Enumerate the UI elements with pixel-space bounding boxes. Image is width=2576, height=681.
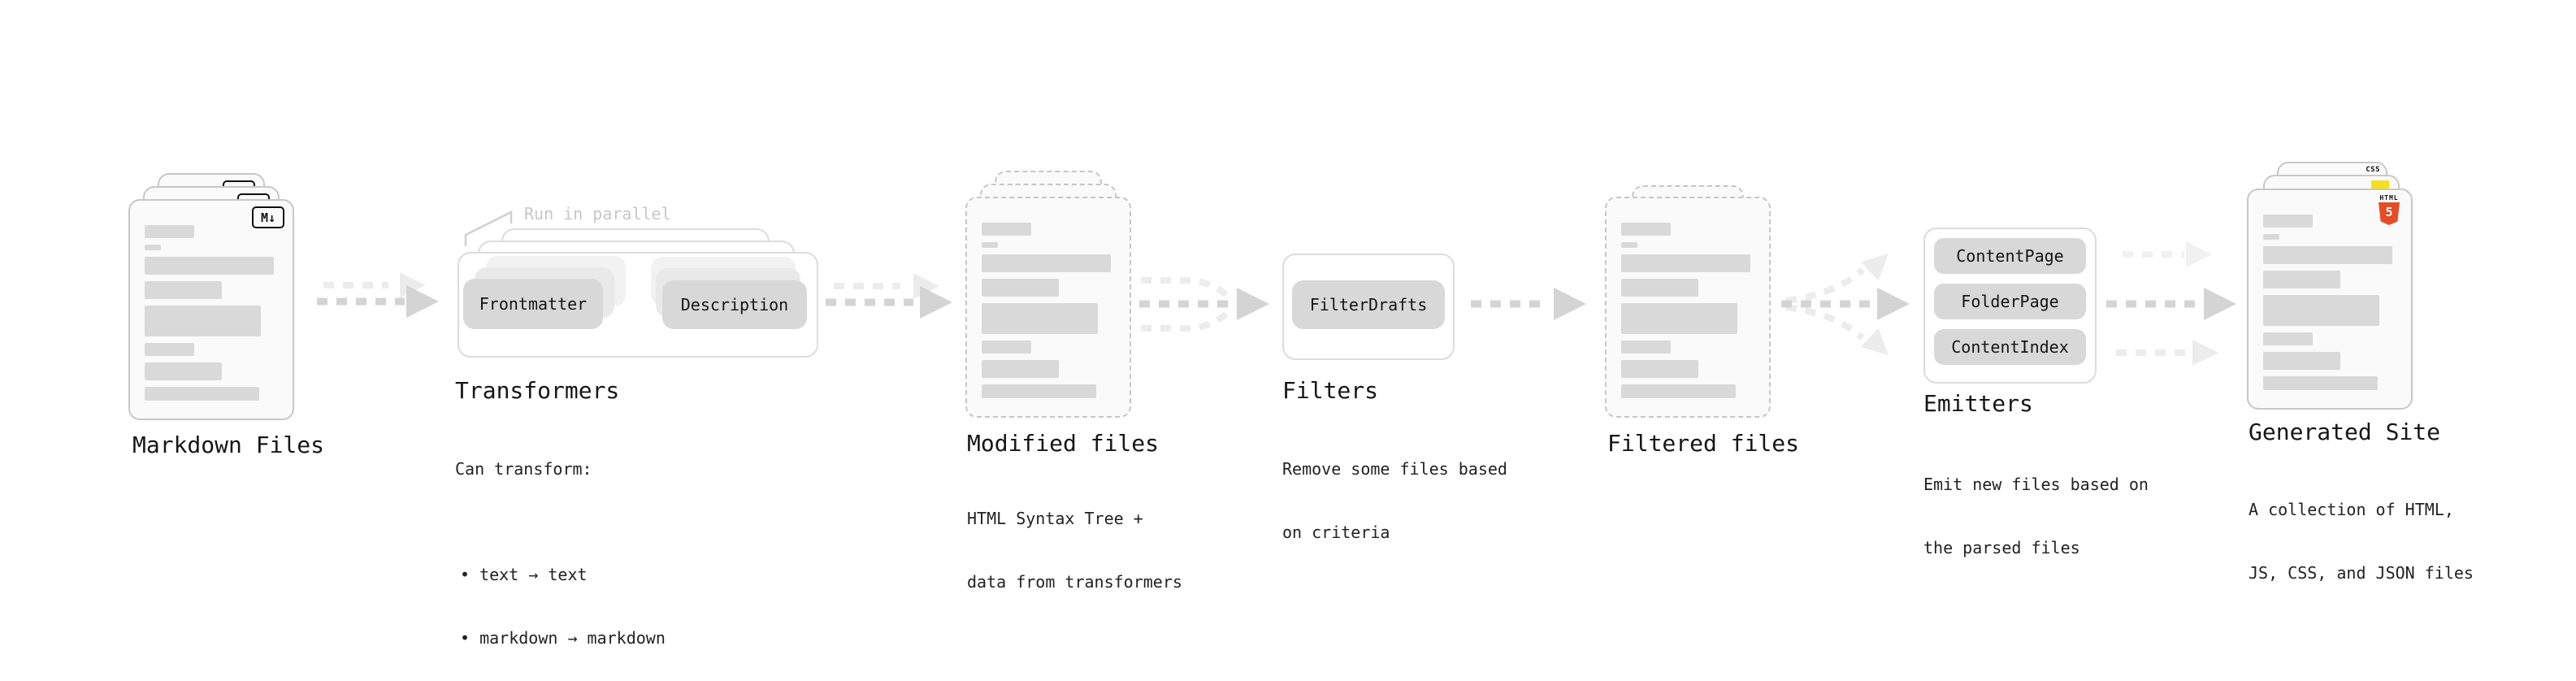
contentindex-chip: ContentIndex [1934, 329, 2086, 365]
html5-icon: HTML 5 [2379, 194, 2400, 225]
arrow-emitters-to-site [2106, 241, 2236, 366]
arrow-transformers-to-modified [826, 273, 952, 319]
filterdrafts-chip: FilterDrafts [1292, 280, 1445, 329]
arrow-filters-to-filtered [1471, 288, 1586, 320]
modified-files-description: HTML Syntax Tree + data from transformer… [967, 466, 1182, 635]
folderpage-chip: FolderPage [1934, 284, 2086, 319]
bullet-item: • text → text [460, 565, 588, 584]
emitters-description: Emit new files based on the parsed files [1923, 432, 2149, 601]
doc-skeleton [1621, 223, 1754, 398]
doc-skeleton [982, 223, 1115, 398]
generated-site-description: A collection of HTML, JS, CSS, and JSON … [2249, 457, 2474, 626]
run-in-parallel-note: Run in parallel [524, 204, 671, 223]
html5-icon-shield: 5 [2379, 202, 2400, 225]
markdown-files-title: Markdown Files [132, 432, 325, 458]
description-line: the parsed files [1923, 538, 2080, 557]
description-chip: Description [662, 280, 807, 329]
doc-skeleton [2263, 215, 2396, 390]
arrow-markdown-to-transformers [317, 272, 439, 318]
transformers-description: Can transform: • text → text • markdown … [455, 416, 666, 681]
filtered-file-card [1605, 197, 1771, 418]
markdown-icon: M↓ [252, 206, 284, 228]
transform-bullet-list: • text → text • markdown → markdown • ht… [455, 522, 666, 681]
description-line: JS, CSS, and JSON files [2249, 563, 2474, 583]
description-line: on criteria [1282, 523, 1390, 542]
description-line: A collection of HTML, [2249, 500, 2454, 519]
description-line: data from transformers [967, 572, 1182, 592]
bullet-item: • markdown → markdown [460, 628, 666, 648]
transformers-title: Transformers [455, 377, 620, 404]
doc-skeleton [145, 225, 278, 401]
markdown-file-card: M↓ [128, 199, 294, 420]
can-transform-heading: Can transform: [455, 459, 592, 479]
description-line: Emit new files based on [1923, 475, 2149, 494]
contentpage-chip: ContentPage [1934, 238, 2086, 274]
modified-files-title: Modified files [967, 430, 1160, 457]
arrow-filtered-to-emitters [1781, 254, 1910, 355]
emitters-title: Emitters [1923, 390, 2033, 417]
html-file-card: HTML 5 [2247, 189, 2413, 410]
description-line: Remove some files based [1282, 459, 1507, 479]
filters-description: Remove some files based on criteria [1282, 416, 1507, 585]
html5-icon-number: 5 [2385, 205, 2393, 219]
filters-title: Filters [1282, 377, 1379, 404]
description-line: HTML Syntax Tree + [967, 509, 1143, 528]
frontmatter-chip: Frontmatter [463, 279, 603, 329]
arrow-modified-to-filters [1139, 277, 1269, 332]
html5-icon-word: HTML [2379, 194, 2399, 202]
modified-file-card [965, 197, 1131, 418]
filtered-files-title: Filtered files [1607, 430, 1800, 457]
generated-site-title: Generated Site [2249, 419, 2441, 445]
